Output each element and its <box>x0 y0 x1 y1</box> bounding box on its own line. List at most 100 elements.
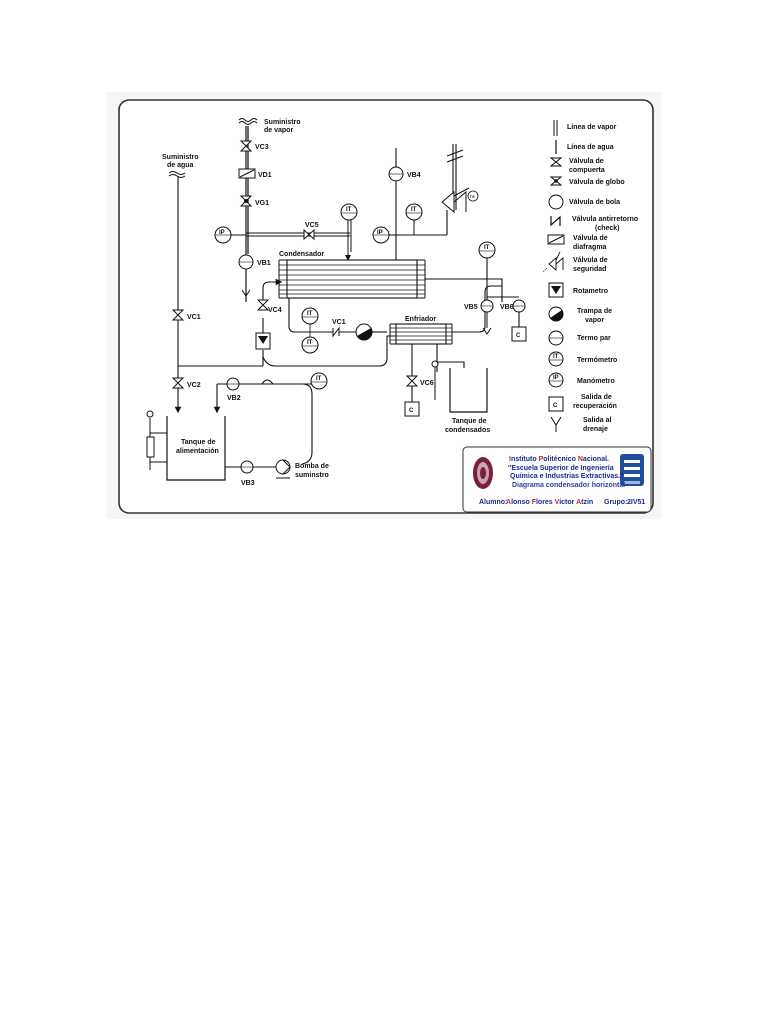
legend-steam-trap-icon <box>548 306 564 322</box>
group-value: 2IV51 <box>627 499 645 506</box>
manometer-ip-left: IP <box>214 226 232 244</box>
recovery-outlet-vb6: C <box>511 326 527 342</box>
institute-name: Instituto Politécnico Nacional. <box>509 456 609 463</box>
svg-text:IT: IT <box>484 245 490 251</box>
legend-drain-outlet-icon <box>550 416 562 432</box>
ball-valve-vb6[interactable] <box>512 299 526 313</box>
legend-gate-valve-icon <box>549 157 563 167</box>
legend-rotameter-icon <box>548 282 564 298</box>
svg-text:Tanque de: Tanque de <box>452 418 487 425</box>
tag-vc4: VC4 <box>268 307 282 314</box>
tag-vb4: VB4 <box>407 172 421 179</box>
svg-text:drenaje: drenaje <box>583 426 608 433</box>
cooler-exchanger[interactable] <box>389 323 453 345</box>
legend-globe-valve-icon <box>549 176 563 186</box>
svg-text:Válvula de globo: Válvula de globo <box>569 179 625 186</box>
steam-supply-label: Suministro de vapor <box>264 119 301 134</box>
svg-text:IT: IT <box>307 340 313 346</box>
globe-valve-vg1[interactable] <box>239 195 253 207</box>
feed-tank-label: Tanque de alimentación <box>176 439 219 455</box>
ball-valve-vb1[interactable] <box>238 254 254 270</box>
thermometer-it-top: IT <box>340 203 358 221</box>
svg-text:Trampa de: Trampa de <box>577 308 612 315</box>
tag-vb2: VB2 <box>227 395 241 402</box>
gate-valve-vc5[interactable] <box>303 228 315 241</box>
student-label: Alumno: <box>479 499 507 506</box>
school-name-2: Química e Industrias Extractivas." <box>510 473 623 480</box>
ball-valve-vb3[interactable] <box>240 460 254 474</box>
svg-text:Manómetro: Manómetro <box>577 378 615 385</box>
water-supply-label: Suministro de agua <box>162 154 199 169</box>
svg-text:Rotametro: Rotametro <box>573 288 608 295</box>
svg-text:Línea de agua: Línea de agua <box>567 144 614 151</box>
thermometer-it-left: IT <box>310 372 328 390</box>
svg-text:IP: IP <box>553 375 559 381</box>
diagram-subtitle: Diagrama condensador horizontal <box>512 482 625 489</box>
student-name: Alonso Flores Victor Atzin <box>506 499 593 506</box>
svg-text:compuerta: compuerta <box>569 167 605 174</box>
diagram-border <box>118 99 654 514</box>
svg-text:IT: IT <box>316 376 322 382</box>
school-name-1: "Escuela Superior de Ingeniería <box>508 465 614 472</box>
legend-diaphragm-valve-icon <box>547 234 565 245</box>
tag-vd1: VD1 <box>258 172 272 179</box>
gate-valve-vc3[interactable] <box>239 140 253 152</box>
steam-supply-symbol <box>238 118 258 125</box>
svg-text:recuperación: recuperación <box>573 403 617 410</box>
svg-text:Línea de vapor: Línea de vapor <box>567 124 617 131</box>
svg-text:Válvula de bola: Válvula de bola <box>569 199 620 206</box>
legend-thermocouple-icon <box>548 330 564 346</box>
gate-valve-vc1-upper[interactable] <box>171 309 185 321</box>
condenser-exchanger[interactable] <box>278 259 426 299</box>
svg-text:Bomba de: Bomba de <box>295 463 329 470</box>
svg-text:Suministro: Suministro <box>264 119 301 126</box>
rotameter[interactable] <box>255 332 271 350</box>
feed-tank[interactable] <box>166 416 226 481</box>
steam-break-symbol <box>446 149 464 163</box>
svg-text:Suministro: Suministro <box>162 154 199 161</box>
tag-vb6: VB6 <box>500 304 514 311</box>
svg-text:Salida al: Salida al <box>583 417 611 424</box>
svg-text:Salida de: Salida de <box>581 394 612 401</box>
ball-valve-vb2[interactable] <box>226 377 240 391</box>
process-diagram: Suministro de vapor VC3 VD1 VG1 IP VC5 I… <box>118 99 654 514</box>
cooler-label: Enfriador <box>405 316 436 323</box>
legend-thermometer-icon: IT <box>548 351 564 367</box>
ball-valve-vb5[interactable] <box>480 299 494 313</box>
condensate-tank-level-gauge <box>431 360 439 400</box>
condensate-tank[interactable] <box>449 368 488 413</box>
svg-text:condensados: condensados <box>445 427 490 434</box>
recovery-outlet-vc6: C <box>404 401 420 417</box>
diaphragm-valve-vd1[interactable] <box>238 168 256 179</box>
svg-text:de vapor: de vapor <box>264 127 293 134</box>
svg-text:IT: IT <box>553 354 559 360</box>
ball-valve-vb4[interactable] <box>388 166 404 182</box>
svg-text:Válvula de: Válvula de <box>569 158 604 165</box>
tag-vg1: VG1 <box>255 200 269 207</box>
legend: Línea de vapor Línea de agua Válvula de … <box>542 120 638 433</box>
pump-label: Bomba de suminstro <box>295 463 329 479</box>
safety-valve[interactable] <box>441 187 470 214</box>
manometer-ip-right: IP <box>372 226 390 244</box>
thermometer-it-mid: IT <box>301 307 319 325</box>
feed-pump[interactable] <box>275 459 291 479</box>
ipn-logo <box>473 457 493 489</box>
tag-vc5: VC5 <box>305 222 319 229</box>
tag-vc6: VC6 <box>420 380 434 387</box>
svg-text:Termómetro: Termómetro <box>577 357 617 364</box>
svg-text:IP: IP <box>219 230 225 236</box>
svg-text:IT: IT <box>307 311 313 317</box>
steam-trap[interactable] <box>355 323 373 341</box>
group-label: Grupo: <box>604 499 627 506</box>
gate-valve-vc2[interactable] <box>171 377 185 389</box>
gate-valve-vc6[interactable] <box>405 375 419 387</box>
thermometer-it-upper-right: IT <box>405 203 423 221</box>
drain-outlet-vb1 <box>241 289 251 297</box>
svg-text:(check): (check) <box>595 225 620 232</box>
svg-text:de agua: de agua <box>167 162 194 169</box>
tag-vb3: VB3 <box>241 480 255 487</box>
esiqie-logo <box>620 454 644 486</box>
svg-text:Termo par: Termo par <box>577 335 611 342</box>
gate-valve-vc4[interactable] <box>256 299 270 311</box>
svg-text:C: C <box>516 333 521 339</box>
